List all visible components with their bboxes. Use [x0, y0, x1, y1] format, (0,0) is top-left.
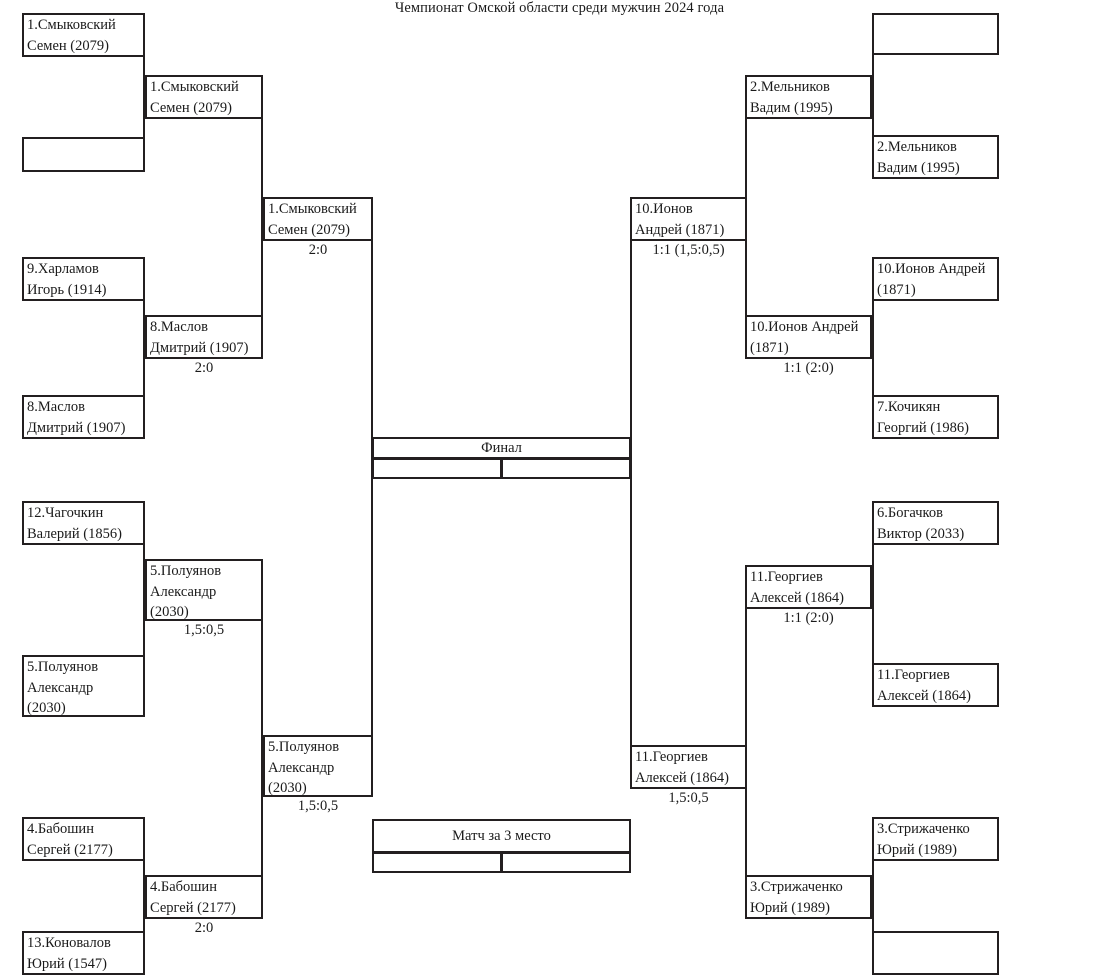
left-r3-slot-2[interactable]: 5.Полуянов Александр (2030): [263, 735, 373, 797]
connector-left-r1-pair-1: [143, 55, 145, 139]
left-r3-slot-1[interactable]: 1.Смыковский Семен (2079): [263, 197, 373, 241]
third-place-cell-left[interactable]: [372, 852, 502, 873]
right-r3-slot-1[interactable]: 10.Ионов Андрей (1871): [630, 197, 747, 241]
right-r1-slot-4[interactable]: 7.Кочикян Георгий (1986): [872, 395, 999, 439]
final-cell-left[interactable]: [372, 458, 502, 479]
right-r1-slot-8[interactable]: [872, 931, 999, 975]
left-r2-slot-2[interactable]: 8.Маслов Дмитрий (1907): [145, 315, 263, 359]
left-r3-score-2: 1,5:0,5: [297, 798, 339, 814]
right-r2-slot-4[interactable]: 3.Стрижаченко Юрий (1989): [745, 875, 872, 919]
left-r2-slot-4[interactable]: 4.Бабошин Сергей (2177): [145, 875, 263, 919]
left-r2-score-3: 1,5:0,5: [183, 622, 225, 638]
right-r1-slot-1[interactable]: [872, 13, 999, 55]
right-r3-score-2: 1,5:0,5: [668, 790, 709, 806]
connector-left-r2-pair-1: [261, 117, 263, 317]
right-r3-slot-2[interactable]: 11.Георгиев Алексей (1864): [630, 745, 747, 789]
left-r2-slot-1[interactable]: 1.Смыковский Семен (2079): [145, 75, 263, 119]
right-r3-score-1: 1:1 (1,5:0,5): [652, 242, 725, 258]
connector-right-r1-pair-1: [872, 53, 874, 137]
right-r2-slot-3[interactable]: 11.Георгиев Алексей (1864): [745, 565, 872, 609]
left-r1-slot-4[interactable]: 8.Маслов Дмитрий (1907): [22, 395, 145, 439]
left-r2-score-4: 2:0: [194, 920, 214, 936]
right-r1-slot-7[interactable]: 3.Стрижаченко Юрий (1989): [872, 817, 999, 861]
right-r2-score-2: 1:1 (2:0): [783, 360, 834, 376]
right-r1-slot-6[interactable]: 11.Георгиев Алексей (1864): [872, 663, 999, 707]
connector-left-r1-pair-3: [143, 543, 145, 657]
right-r2-score-3: 1:1 (2:0): [783, 610, 834, 626]
left-r2-slot-3[interactable]: 5.Полуянов Александр (2030): [145, 559, 263, 621]
third-place-label: Матч за 3 место: [372, 819, 631, 853]
page-title: Чемпионат Омской области среди мужчин 20…: [394, 0, 725, 16]
connector-right-r2-pair-2: [745, 607, 747, 877]
left-r1-slot-1[interactable]: 1.Смыковский Семен (2079): [22, 13, 145, 57]
left-r1-slot-2[interactable]: [22, 137, 145, 172]
connector-right-r1-pair-3: [872, 543, 874, 665]
connector-right-r1-pair-4: [872, 859, 874, 933]
right-r2-slot-2[interactable]: 10.Ионов Андрей (1871): [745, 315, 872, 359]
right-r1-slot-2[interactable]: 2.Мельников Вадим (1995): [872, 135, 999, 179]
right-r2-slot-1[interactable]: 2.Мельников Вадим (1995): [745, 75, 872, 119]
right-r1-slot-3[interactable]: 10.Ионов Андрей (1871): [872, 257, 999, 301]
left-r3-score-1: 2:0: [308, 242, 328, 258]
left-r1-slot-7[interactable]: 4.Бабошин Сергей (2177): [22, 817, 145, 861]
connector-left-r1-pair-4: [143, 859, 145, 933]
left-r2-score-2: 2:0: [194, 360, 214, 376]
final-cell-right[interactable]: [501, 458, 631, 479]
connector-right-r1-pair-2: [872, 299, 874, 397]
final-label: Финал: [372, 437, 631, 459]
right-r1-slot-5[interactable]: 6.Богачков Виктор (2033): [872, 501, 999, 545]
connector-left-r1-pair-2: [143, 299, 145, 397]
connector-left-r2-pair-2: [261, 619, 263, 877]
connector-right-to-final: [630, 239, 632, 747]
left-r1-slot-3[interactable]: 9.Харламов Игорь (1914): [22, 257, 145, 301]
left-r1-slot-8[interactable]: 13.Коновалов Юрий (1547): [22, 931, 145, 975]
left-r1-slot-6[interactable]: 5.Полуянов Александр (2030): [22, 655, 145, 717]
left-r1-slot-5[interactable]: 12.Чагочкин Валерий (1856): [22, 501, 145, 545]
connector-left-to-final: [371, 239, 373, 737]
third-place-cell-right[interactable]: [501, 852, 631, 873]
